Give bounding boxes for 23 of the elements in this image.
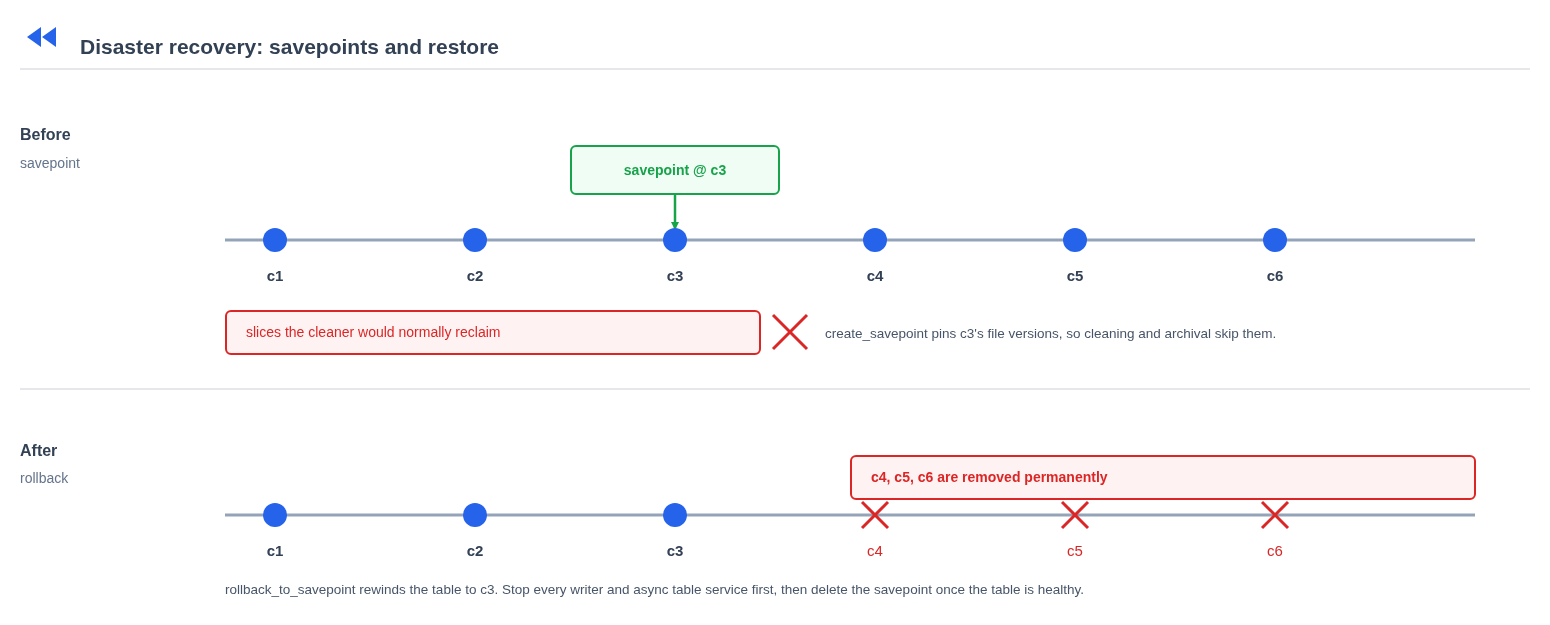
savepoint-box: savepoint @ c3 <box>570 145 780 195</box>
commit-label: c3 <box>666 541 684 561</box>
commit-label: c5 <box>1067 541 1083 561</box>
commit-label: c2 <box>466 266 484 286</box>
section-heading: Before <box>20 125 71 145</box>
note-text: create_savepoint pins c3's file versions, so cleaning and archival skip them. <box>825 325 1277 343</box>
section-subtitle: rollback <box>20 469 69 488</box>
section-heading: After <box>20 441 58 461</box>
commit-label: c4 <box>866 266 884 286</box>
commit-label: c6 <box>1267 541 1283 561</box>
warning-box: slices the cleaner would normally reclaim <box>225 310 761 355</box>
commit-label: c4 <box>867 541 883 561</box>
section-subtitle: savepoint <box>20 154 80 173</box>
commit-label: c1 <box>266 266 284 286</box>
commit-label: c1 <box>266 541 284 561</box>
note-text: rollback_to_savepoint rewinds the table to c3. Stop every writer and async table service first, then delete the savepoint once the table is healthy. <box>225 581 1084 599</box>
page-title: Disaster recovery: savepoints and restore <box>80 34 500 60</box>
warning-box: c4, c5, c6 are removed permanently <box>850 455 1476 500</box>
commit-label: c6 <box>1266 266 1284 286</box>
commit-label: c3 <box>666 266 684 286</box>
commit-label: c2 <box>466 541 484 561</box>
commit-label: c5 <box>1066 266 1084 286</box>
arrow <box>671 195 679 230</box>
